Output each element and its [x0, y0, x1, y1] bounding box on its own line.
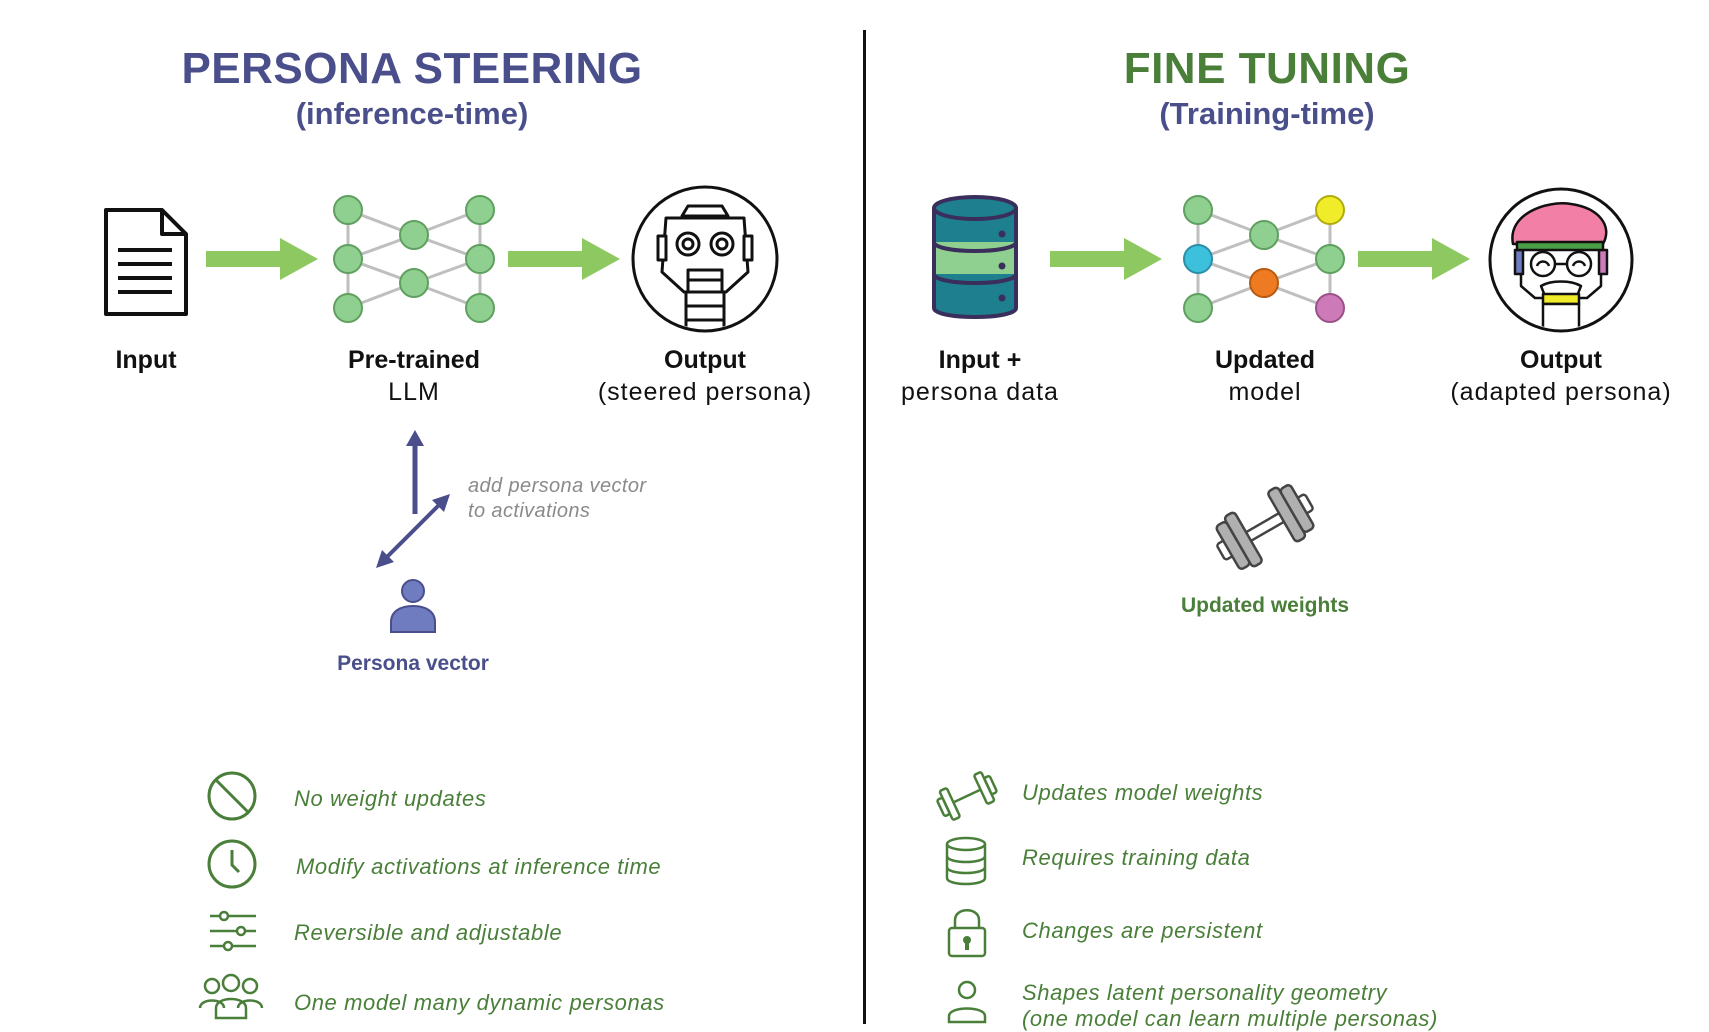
flow-arrow-llm-to-output [508, 238, 620, 280]
person-icon [947, 980, 987, 1024]
step-llm-sublabel: LLM [388, 378, 440, 406]
right-panel-subtitle: (Training-time) [1159, 96, 1375, 131]
small-dumbbell-icon [936, 771, 998, 821]
step-output-sublabel: (steered persona) [597, 378, 813, 406]
adapted-persona-icon [1488, 187, 1634, 333]
feature-latent-geometry-line1: Shapes latent personality geometry [1022, 980, 1388, 1005]
step-model-label: Updated [1215, 346, 1315, 374]
feature-reversible: Reversible and adjustable [294, 920, 563, 945]
step-input-label: Input [115, 346, 177, 374]
lock-icon [947, 909, 987, 958]
feature-training-data: Requires training data [1022, 845, 1251, 870]
persona-vector-label: Persona vector [337, 652, 489, 675]
feature-updates-weights: Updates model weights [1022, 780, 1264, 805]
step-data-caption: Input + persona data [880, 344, 1080, 408]
step-model-sublabel: model [1228, 378, 1302, 406]
step-model-caption: Updated model [1165, 344, 1365, 408]
feature-latent-geometry: Shapes latent personality geometry (one … [1022, 980, 1438, 1032]
sliders-icon [210, 910, 256, 952]
dumbbell-icon [1215, 484, 1315, 570]
step-llm-label: Pre-trained [348, 346, 480, 374]
database-outline-icon [945, 836, 987, 886]
updated-weights-label: Updated weights [1180, 594, 1349, 617]
step-output-caption: Output (steered persona) [565, 344, 845, 408]
step-llm-caption: Pre-trained LLM [314, 344, 514, 408]
feature-modify-activations: Modify activations at inference time [296, 854, 662, 879]
step-adapted-label: Output [1520, 346, 1602, 374]
step-data-label: Input + [938, 346, 1022, 374]
step-input-caption: Input [66, 344, 226, 376]
flow-arrow-model-to-output [1358, 238, 1470, 280]
updated-network-icon [1183, 195, 1345, 323]
document-icon [104, 208, 188, 316]
left-panel-subtitle: (inference-time) [295, 96, 529, 131]
right-panel-title: FINE TUNING [1123, 44, 1411, 93]
feature-one-model: One model many dynamic personas [294, 990, 665, 1015]
robot-icon [631, 185, 779, 333]
steering-annotation-line1: add persona vector [468, 475, 647, 497]
left-panel-title: PERSONA STEERING [181, 44, 643, 93]
feature-persistent: Changes are persistent [1022, 918, 1263, 943]
up-arrow-icon [406, 430, 424, 514]
diagonal-arrow-icon [376, 494, 450, 568]
database-icon [932, 195, 1018, 319]
step-data-sublabel: persona data [901, 378, 1059, 406]
flow-arrow-data-to-model [1050, 238, 1162, 280]
step-adapted-sublabel: (adapted persona) [1450, 378, 1672, 406]
steering-annotation: add persona vector to activations [468, 474, 646, 524]
feature-latent-geometry-line2: (one model can learn multiple personas) [1022, 1006, 1438, 1031]
flow-arrow-input-to-llm [206, 238, 318, 280]
clock-icon [207, 839, 257, 889]
prohibited-icon [207, 771, 257, 821]
steering-annotation-line2: to activations [468, 500, 591, 522]
group-icon [198, 973, 264, 1020]
step-output-label: Output [664, 346, 746, 374]
persona-vector-icon [390, 579, 436, 633]
panel-divider [863, 30, 866, 1024]
feature-no-weight-updates: No weight updates [294, 786, 487, 811]
neural-network-icon [333, 195, 495, 323]
step-adapted-caption: Output (adapted persona) [1421, 344, 1701, 408]
